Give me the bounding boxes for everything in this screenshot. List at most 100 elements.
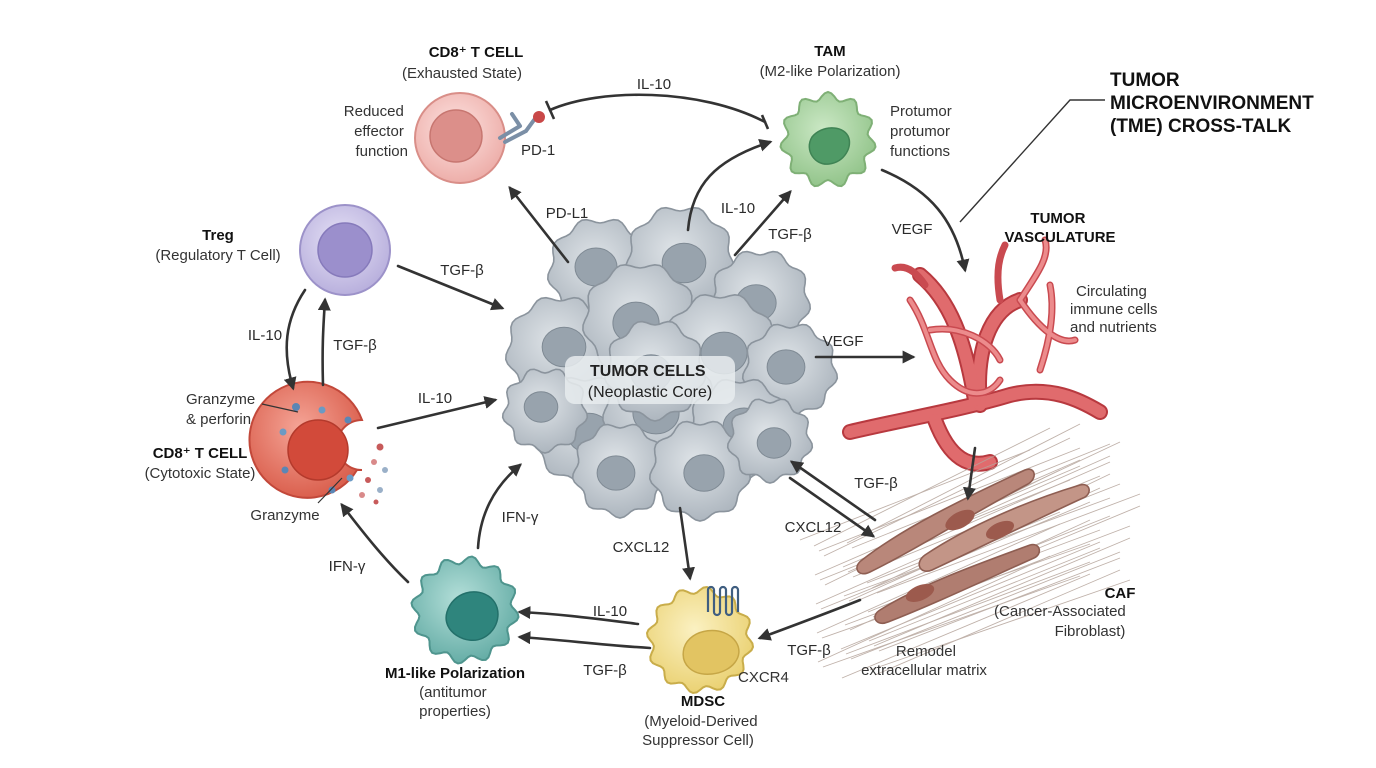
mdsc-title: MDSC <box>681 693 725 710</box>
mdsc-cell <box>645 585 755 695</box>
granule-label-2: & perforin <box>186 411 251 428</box>
tme-title: TUMOR MICROENVIRONMENT (TME) CROSS-TALK <box>1110 70 1319 137</box>
signal-cxcl12-tumor-caf: CXCL12 <box>785 519 842 536</box>
tumor-nucleus <box>661 242 707 284</box>
granzyme-label: Granzyme <box>250 507 319 524</box>
ecm-fiber <box>876 493 1141 594</box>
granzyme-perforin-leader <box>261 403 299 413</box>
caf-subtitle: (Cancer-Associated Fibroblast) <box>994 603 1130 640</box>
signaling-arrows <box>283 93 977 650</box>
tam-note-1: Protumor <box>890 103 952 120</box>
ecm-fiber <box>841 573 1091 679</box>
tumor-nucleus <box>596 455 636 491</box>
signal-vegf-tam: VEGF <box>892 221 933 238</box>
cd8-exhausted-title: CD8⁺ T CELL <box>429 44 524 61</box>
pd1-receptor-icon <box>498 111 545 144</box>
vasculature-caf-arrow <box>963 446 977 501</box>
treg-subtitle: (Regulatory T Cell) <box>155 247 280 264</box>
cxcl12-tumor-mdsc-arrow <box>678 506 695 581</box>
tam-title: TAM <box>814 43 845 60</box>
cxcl12-tumor-caf-arrow <box>788 476 876 538</box>
m1-title: M1-like Polarization <box>385 665 525 682</box>
cd8-exhausted-note: Reduced effector function <box>344 103 408 160</box>
tme-title-line-1: TUMOR <box>1110 70 1180 91</box>
tme-title-leader-line <box>959 99 1105 223</box>
signal-labels: IL-10 PD-L1 IL-10 TGF-β VEGF TGF-β IL-10… <box>248 76 933 679</box>
tumor-nucleus <box>756 427 792 459</box>
ecm-fiber <box>873 537 1131 647</box>
tgfb-caf-mdsc-arrow <box>757 598 862 641</box>
tam-note: Protumor protumor functions <box>890 103 956 160</box>
signal-il10-treg-cd8: IL-10 <box>248 327 282 344</box>
cxcr4-receptor-icon <box>706 585 740 617</box>
il10-inhibition-arrow <box>548 93 767 124</box>
ecm-fiber <box>868 547 1101 642</box>
il10-tumor-tam-arrow <box>686 139 773 232</box>
ecm-fiber <box>846 423 1081 544</box>
pdl1-arrow <box>508 185 570 264</box>
caf-note: Remodel extracellular matrix <box>861 643 987 679</box>
signal-tgfb-treg-tumor: TGF-β <box>440 262 484 279</box>
vasculature-note-3: and nutrients <box>1070 319 1157 336</box>
tme-title-line-3: (TME) CROSS-TALK <box>1110 116 1291 137</box>
pd1-label: PD-1 <box>521 142 555 159</box>
treg-title: Treg <box>202 227 234 244</box>
m1-subtitle-1: (antitumor <box>419 684 487 701</box>
signal-tgfb-caf-mdsc: TGF-β <box>787 642 831 659</box>
il10-treg-cd8-arrow <box>283 288 307 391</box>
ecm-fiber <box>813 427 1051 547</box>
signal-il10-mdsc-m1: IL-10 <box>593 603 627 620</box>
ecm-fiber <box>874 569 1121 676</box>
ecm-fiber <box>840 541 1101 650</box>
tumor-title-text: TUMOR CELLS <box>590 363 706 380</box>
cd8-cytotoxic-title: CD8⁺ T CELL <box>153 445 248 462</box>
m1-subtitle: (antitumor properties) <box>419 684 491 720</box>
ecm-fiber <box>822 575 1081 668</box>
vasculature-note-1: Circulating <box>1076 283 1147 300</box>
cd8-exhausted-note-2: effector <box>354 123 404 140</box>
tgfb-treg-tumor-arrow <box>396 264 505 311</box>
granzyme-leader <box>317 477 343 504</box>
tam-cell <box>779 90 877 188</box>
ecm-fiber <box>869 579 1131 671</box>
cd8-exhausted-note-1: Reduced <box>344 103 404 120</box>
signal-tgfb-caf-tumor: TGF-β <box>854 475 898 492</box>
granzyme-granules <box>279 403 388 505</box>
cd8-cytotoxic-subtitle: (Cytotoxic State) <box>145 465 256 482</box>
mdsc-subtitle-1: (Myeloid-Derived <box>644 713 757 730</box>
mdsc-subtitle-2: Suppressor Cell) <box>642 732 754 749</box>
inhibition-bar-tam <box>760 114 770 130</box>
caf-fibroblasts <box>799 423 1141 679</box>
tam-subtitle: (M2-like Polarization) <box>760 63 901 80</box>
caf-note-1: Remodel <box>896 643 956 660</box>
ecm-fiber <box>845 561 1091 655</box>
ecm-fiber <box>817 555 1051 663</box>
caf-note-2: extracellular matrix <box>861 662 987 679</box>
tumor-nucleus <box>523 391 559 423</box>
tumor-nucleus <box>683 454 725 492</box>
tme-title-line-2: MICROENVIRONMENT <box>1110 93 1314 114</box>
vasculature-note: Circulating immune cells and nutrients <box>1070 283 1162 336</box>
cd8-cytotoxic-cell <box>248 380 388 505</box>
vegf-tam-vasculature-arrow <box>880 168 970 273</box>
caf-title: CAF <box>1105 585 1136 602</box>
cxcr4-label: CXCR4 <box>738 669 789 686</box>
treg-cell <box>299 204 391 296</box>
tgfb-tumor-tam-arrow <box>733 190 792 257</box>
tgfb-mdsc-m1-arrow <box>517 631 652 650</box>
tgfb-caf-tumor-arrow <box>789 460 877 522</box>
signal-ifng-m1-tumor: IFN-γ <box>502 509 539 526</box>
vasculature-title-2: VASCULATURE <box>1004 229 1115 246</box>
signal-il10-cd8-tumor: IL-10 <box>418 390 452 407</box>
cd8-exhausted-subtitle: (Exhausted State) <box>402 65 522 82</box>
granule-label-1: Granzyme <box>186 391 255 408</box>
il10-mdsc-m1-arrow <box>517 606 640 626</box>
caf-subtitle-2: Fibroblast) <box>1055 623 1126 640</box>
inhibition-bar-cd8 <box>544 100 556 120</box>
mdsc-subtitle: (Myeloid-Derived Suppressor Cell) <box>642 713 762 749</box>
signal-tgfb-mdsc-m1: TGF-β <box>583 662 627 679</box>
ifng-m1-tumor-arrow <box>476 463 522 550</box>
vasculature-title: TUMOR VASCULATURE <box>1004 210 1115 246</box>
tgfb-cd8-treg-arrow <box>317 297 331 387</box>
